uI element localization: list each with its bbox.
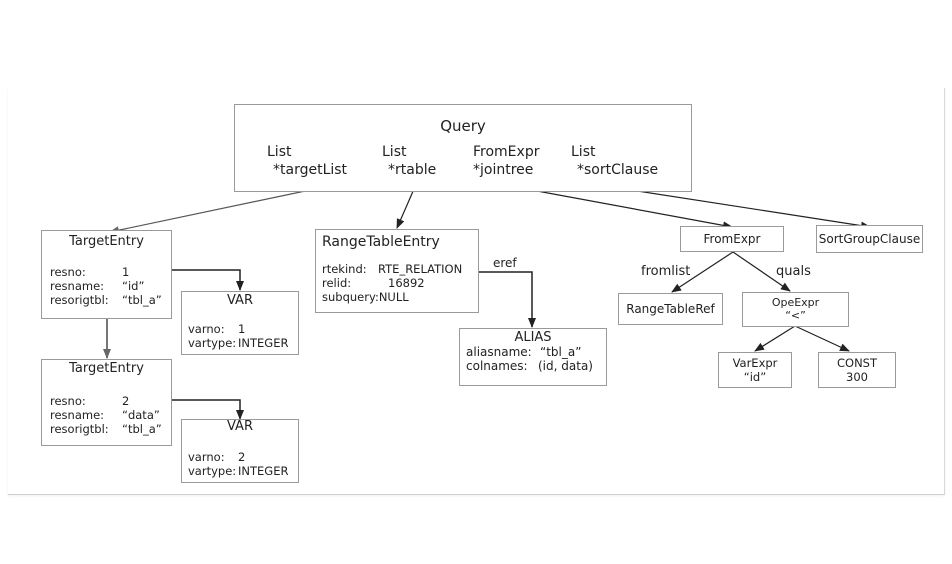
field-key: vartype: [188,464,237,478]
node-title: SortGroupClause [818,232,921,246]
field-row: varno: 1 [188,322,292,336]
field-key: resname: [50,279,105,293]
edge-label-quals: quals [776,264,811,279]
var-expr-node: VarExpr “id” [718,352,792,388]
var-expr-value: “id” [743,370,767,384]
field-row: resorigtbl: “tbl_a” [50,293,163,307]
range-table-entry-node: RangeTableEntry rtekind: RTE_RELATION rel… [315,229,479,313]
node-title: RangeTableRef [626,302,715,316]
field-row: resorigtbl: “tbl_a” [50,422,163,436]
field-key: varno: [188,450,225,464]
field-row: colnames: (id, data) [466,359,600,373]
var-node: VAR varno: 1 vartype:INTEGER [181,291,299,355]
field-type: FromExpr [473,144,540,160]
field-name: *jointree [473,162,534,178]
field-key: resorigtbl: [50,422,109,436]
field-value: “data” [122,408,160,422]
field-value: 1 [122,265,130,279]
field-row: rtekind: RTE_RELATION [322,262,472,276]
node-title: RangeTableEntry [322,234,440,250]
edge-label-eref: eref [493,256,517,270]
field-value: 16892 [388,276,425,290]
field-row: vartype:INTEGER [188,464,292,478]
sort-group-clause-node: SortGroupClause [816,225,923,253]
field-key: resname: [50,408,105,422]
field-value: 1 [238,322,246,336]
field-value: NULL [378,290,409,304]
field-name: *rtable [388,162,437,178]
field-key: resorigtbl: [50,293,109,307]
node-title: TargetEntry [69,361,144,376]
field-value: 2 [238,450,246,464]
from-expr-node: FromExpr [680,226,784,252]
node-title: TargetEntry [69,234,144,249]
field-row: resname: “id” [50,279,163,293]
field-value: RTE_RELATION [378,262,463,276]
query-field-sortclause: List *sortClause [571,143,658,179]
field-key: relid: [322,276,352,290]
field-row: resno: 2 [50,394,163,408]
field-key: varno: [188,322,225,336]
operator-value: “<” [785,309,806,322]
edge-label-fromlist: fromlist [641,264,691,279]
ope-expr-node: OpeExpr “<” [742,292,849,327]
field-value: “id” [122,279,145,293]
field-type: List [571,144,596,160]
field-row: relid: 16892 [322,276,472,290]
field-value: “tbl_a” [122,293,162,307]
field-name: *sortClause [577,162,659,178]
node-title: OpeExpr [771,296,820,309]
query-title: Query [440,117,486,135]
field-value: “tbl_a” [540,345,582,359]
field-row: resno: 1 [50,265,163,279]
node-title: VAR [227,293,253,308]
field-key: colnames: [466,359,528,373]
field-row: varno: 2 [188,450,292,464]
alias-node: ALIAS aliasname: “tbl_a” colnames: (id, da… [459,328,607,386]
field-value: INTEGER [238,464,289,478]
node-title: VAR [227,419,253,434]
const-node: CONST 300 [818,352,896,388]
node-title: VarExpr [732,356,778,370]
field-key: subquery: [322,290,379,304]
query-field-jointree: FromExpr *jointree [473,143,539,179]
field-row: vartype:INTEGER [188,336,292,350]
field-value: 2 [122,394,130,408]
target-entry-node: TargetEntry resno: 2 resname: “data” resor… [41,359,172,446]
field-key: resno: [50,265,86,279]
target-entry-node: TargetEntry resno: 1 resname: “id” resorig… [41,230,172,319]
field-key: vartype: [188,336,237,350]
query-field-rtable: List *rtable [382,143,436,179]
const-value: 300 [846,370,868,384]
var-node: VAR varno: 2 vartype:INTEGER [181,419,299,483]
node-title: CONST [836,356,877,370]
range-table-ref-node: RangeTableRef [618,293,723,325]
node-title: ALIAS [514,330,552,345]
field-row: subquery:NULL [322,290,472,304]
field-name: *targetList [273,162,348,178]
field-value: INTEGER [238,336,289,350]
field-key: rtekind: [322,262,367,276]
field-value: (id, data) [538,359,593,373]
field-type: List [267,144,292,160]
query-field-targetlist: List *targetList [267,143,347,179]
field-value: “tbl_a” [122,422,162,436]
field-key: aliasname: [466,345,532,359]
field-type: List [382,144,407,160]
field-row: resname: “data” [50,408,163,422]
query-node: Query List *targetList List *rtable From… [234,104,692,192]
field-row: aliasname: “tbl_a” [466,345,600,359]
node-title: FromExpr [703,232,761,246]
field-key: resno: [50,394,86,408]
